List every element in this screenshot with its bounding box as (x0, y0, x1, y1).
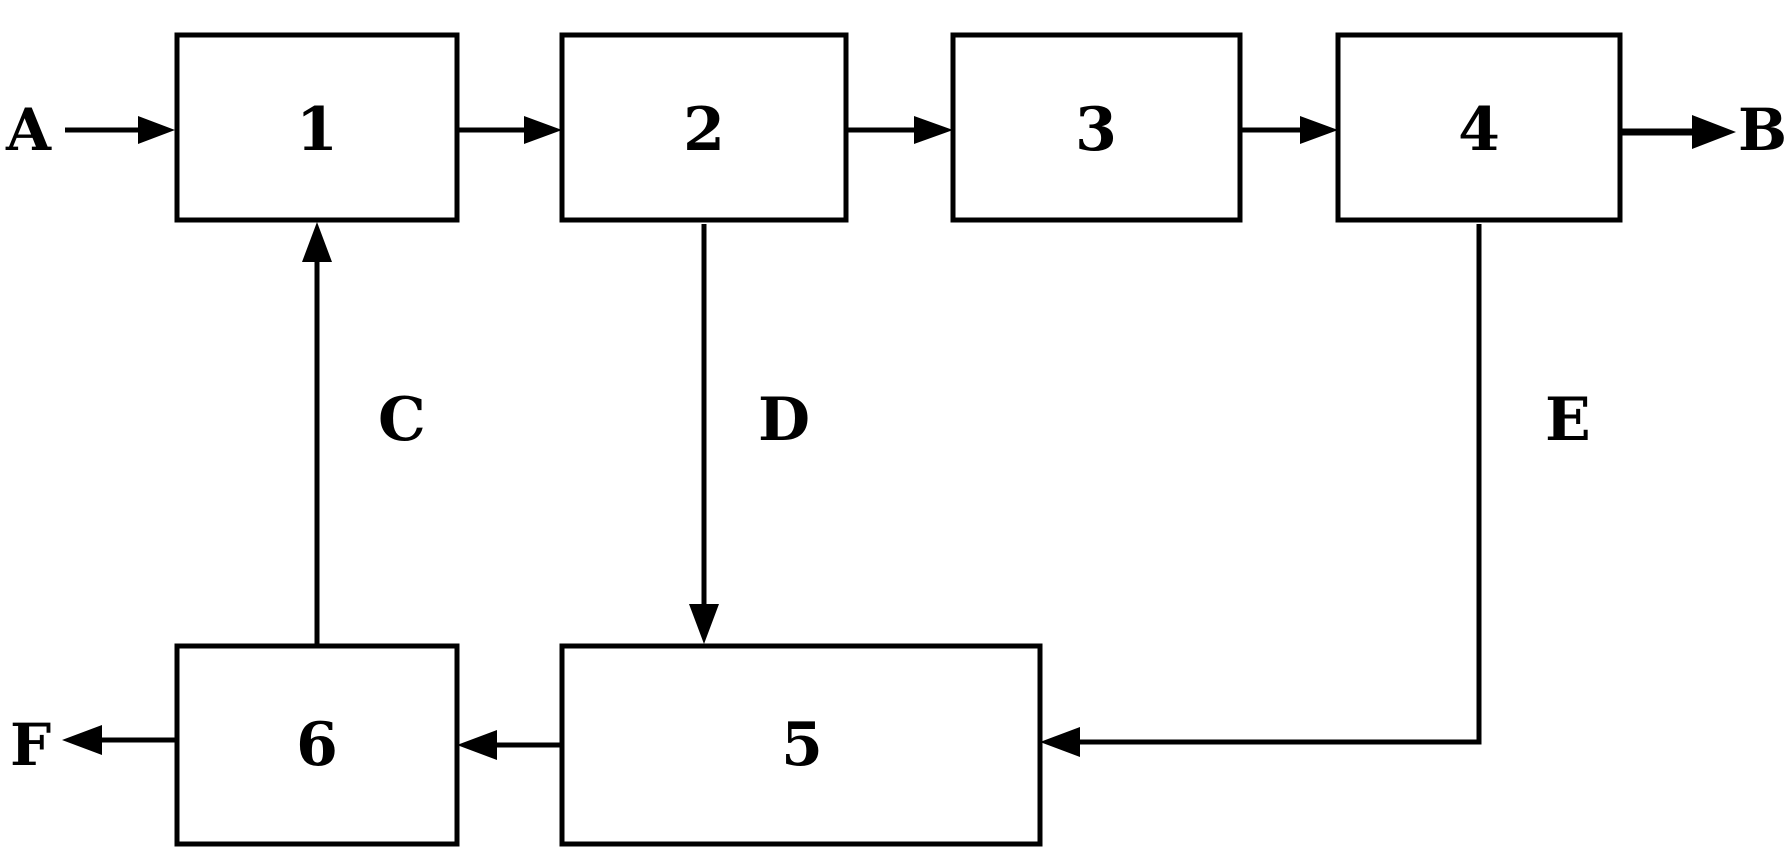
arrow-1-to-2 (457, 116, 562, 144)
box-3-label: 3 (1075, 95, 1117, 165)
arrow-4-to-b (1620, 115, 1736, 149)
box-5-label: 5 (781, 710, 823, 780)
box-6-label: 6 (296, 710, 338, 780)
arrow-2-to-5 (689, 224, 719, 644)
box-4-label: 4 (1458, 95, 1500, 165)
input-label-a: A (5, 96, 52, 164)
arrow-6-to-f (62, 725, 177, 755)
box-1: 1 (174, 32, 460, 223)
arrow-a-to-1 (65, 116, 175, 144)
output-label-b: B (1738, 96, 1784, 164)
flow-label-d: D (758, 385, 810, 455)
flow-label-e: E (1545, 385, 1591, 455)
box-4: 4 (1335, 32, 1623, 223)
flow-label-c: C (378, 385, 426, 455)
box-2-label: 2 (683, 95, 725, 165)
output-label-f: F (10, 711, 51, 779)
arrow-3-to-4 (1240, 116, 1338, 144)
box-5: 5 (559, 643, 1043, 847)
box-2: 2 (559, 32, 849, 223)
box-1-label: 1 (296, 95, 338, 165)
arrow-6-to-1 (302, 222, 332, 646)
arrow-4-to-5 (1040, 224, 1482, 757)
box-6: 6 (174, 643, 460, 847)
arrow-5-to-6 (457, 730, 562, 760)
arrow-2-to-3 (846, 116, 953, 144)
box-3: 3 (950, 32, 1243, 223)
